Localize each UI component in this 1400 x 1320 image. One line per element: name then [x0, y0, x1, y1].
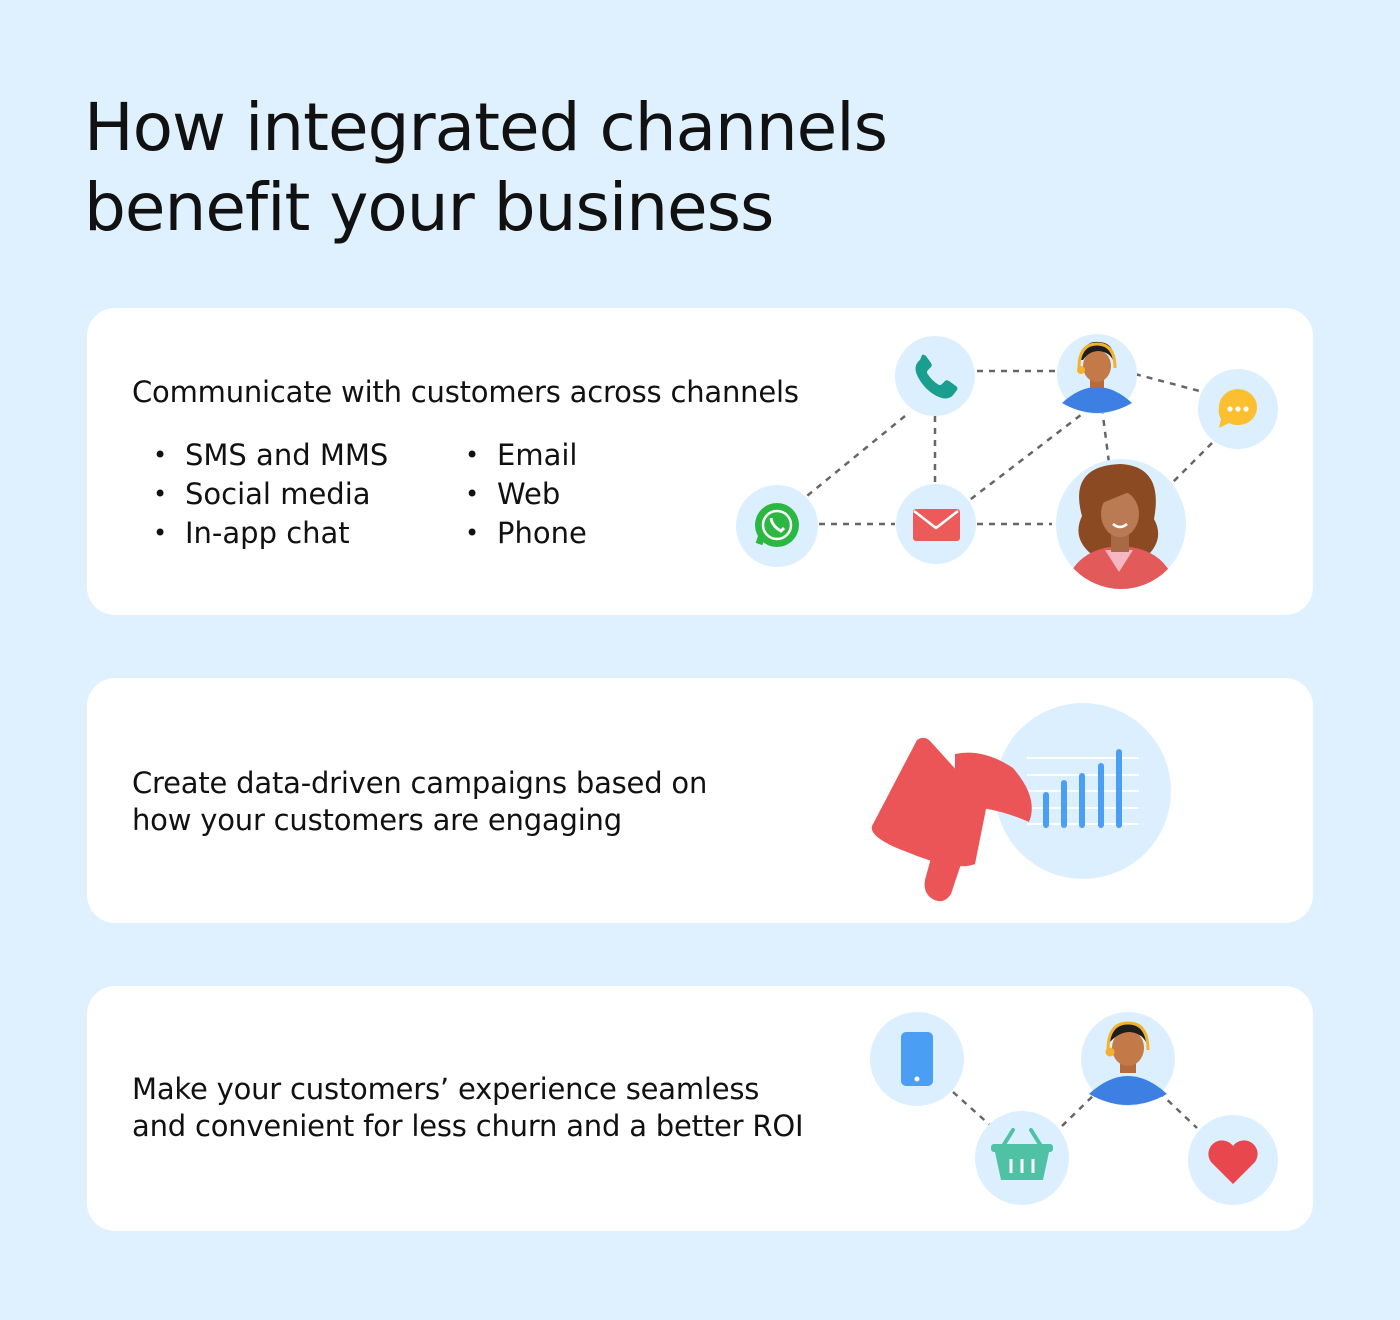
campaign-illustration	[871, 703, 1171, 902]
campaigns-heading-line-2: how your customers are engaging	[132, 803, 622, 837]
whatsapp-icon	[736, 485, 818, 567]
experience-illustration	[870, 1012, 1278, 1205]
experience-heading-line-2: and convenient for less churn and a bett…	[132, 1109, 804, 1143]
title-line-2: benefit your business	[84, 169, 774, 246]
channels-card: Communicate with customers across channe…	[87, 308, 1313, 615]
channel-item: In-app chat	[153, 514, 388, 553]
page-title: How integrated channels benefit your bus…	[84, 88, 1184, 248]
experience-heading-line-1: Make your customers’ experience seamless	[132, 1072, 760, 1106]
megaphone-icon	[871, 737, 1032, 902]
campaigns-card: Create data-driven campaigns based on ho…	[87, 678, 1313, 923]
bar-chart-icon	[995, 703, 1171, 879]
agent-avatar	[1057, 334, 1137, 414]
experience-card: Make your customers’ experience seamless…	[87, 986, 1313, 1231]
channel-item: Web	[465, 475, 587, 514]
channel-item: SMS and MMS	[153, 436, 388, 475]
experience-card-heading: Make your customers’ experience seamless…	[132, 1071, 912, 1145]
channels-card-heading: Communicate with customers across channe…	[132, 375, 799, 409]
journey-connectors	[952, 1091, 1198, 1129]
channel-item: Email	[465, 436, 587, 475]
channel-list-left: SMS and MMS Social media In-app chat	[153, 436, 388, 553]
heart-icon	[1188, 1115, 1278, 1205]
channel-item: Phone	[465, 514, 587, 553]
chat-bubble-icon	[1198, 369, 1278, 449]
channel-item: Social media	[153, 475, 388, 514]
channel-list-right: Email Web Phone	[465, 436, 587, 553]
customer-avatar	[1056, 459, 1186, 589]
channel-network-illustration	[736, 334, 1278, 589]
phone-icon	[895, 336, 975, 416]
campaigns-card-heading: Create data-driven campaigns based on ho…	[132, 765, 852, 839]
agent-avatar	[1081, 1012, 1175, 1106]
shopping-basket-icon	[975, 1111, 1069, 1205]
email-icon	[896, 484, 976, 564]
title-line-1: How integrated channels	[84, 89, 888, 166]
campaigns-heading-line-1: Create data-driven campaigns based on	[132, 766, 708, 800]
smartphone-icon	[870, 1012, 964, 1106]
network-connectors	[801, 369, 1213, 526]
